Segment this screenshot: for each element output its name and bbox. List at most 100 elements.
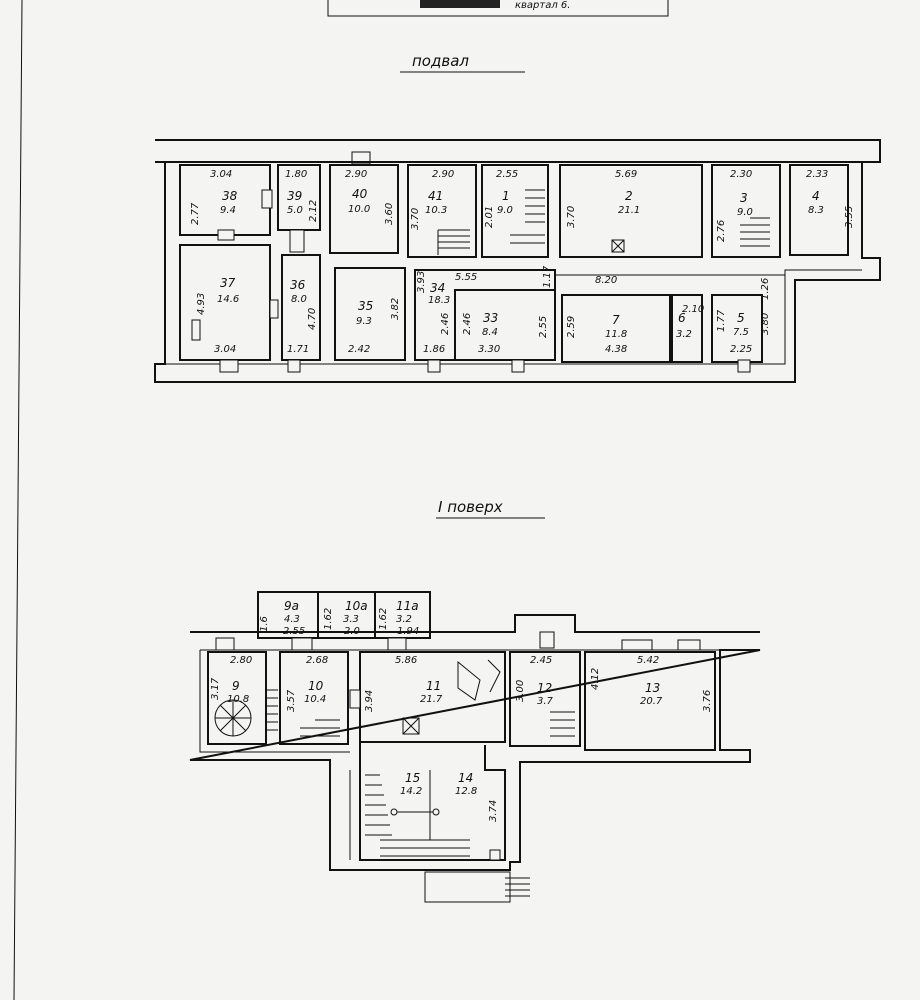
column-icon [432, 808, 440, 816]
dimension-label: 8.20 [595, 275, 617, 286]
dimension-label: 5.86 [395, 655, 417, 666]
dimension-label: 3.17 [210, 677, 221, 700]
first-floor-plan: 9а 4.3 10а 3.3 11а 3.2 9 10.8 10 10.4 11… [189, 591, 761, 903]
room-label: 9 [232, 679, 240, 693]
room-area: 9.3 [356, 316, 372, 327]
basement-dimensions: 3.04 2.77 1.80 2.12 2.90 3.60 3.70 2.90 … [190, 169, 855, 355]
dimension-label: 3.82 [390, 298, 401, 320]
first-floor-title: I поверх [438, 498, 503, 516]
column-icon [390, 808, 398, 816]
room-2-outline [559, 164, 703, 258]
dimension-label: 3.30 [478, 344, 500, 355]
room-label: 5 [737, 311, 745, 325]
room-label: 9а [284, 599, 299, 613]
room-41-outline [407, 164, 477, 258]
dimension-label: 2.42 [348, 344, 370, 355]
dimension-label: 1.80 [285, 169, 307, 180]
room-label: 10а [345, 599, 368, 613]
room-label: 1 [502, 189, 510, 203]
first-floor-dimensions: 1.6 2.55 1.62 2.0 1.62 1.94 2.80 3.17 2.… [210, 608, 713, 822]
basement-window-niches [191, 189, 751, 373]
room-area: 21.7 [420, 694, 443, 705]
room-6-outline [671, 294, 703, 363]
room-area: 10.3 [425, 205, 447, 216]
dimension-label: 4.93 [196, 293, 207, 315]
dimension-label: 3.76 [702, 690, 713, 712]
room-label: 7 [612, 313, 620, 327]
dimension-label: 2.80 [230, 655, 252, 666]
room-label: 34 [430, 281, 445, 295]
dimension-label: 1.71 [287, 344, 309, 355]
dimension-label: 2.30 [730, 169, 752, 180]
dimension-label: 3.80 [760, 313, 771, 335]
annex-outline [257, 591, 431, 639]
room-area: 11.8 [605, 329, 627, 340]
dimension-label: 1.62 [378, 608, 389, 630]
room-label: 37 [220, 276, 236, 290]
room-area: 10.0 [348, 204, 370, 215]
dimension-label: 1.94 [397, 626, 419, 637]
dimension-label: 2.76 [716, 220, 727, 242]
room-label: 40 [352, 187, 368, 201]
dimension-label: 4.38 [605, 344, 627, 355]
room-area: 18.3 [428, 295, 450, 306]
basement-inner-wall [165, 161, 862, 365]
dimension-label: 5.42 [637, 655, 659, 666]
room-33-outline [454, 289, 556, 361]
room-area: 21.1 [618, 205, 640, 216]
first-floor-stairs [265, 659, 575, 857]
dimension-label: 2.01 [484, 206, 495, 228]
porch-steps [505, 877, 530, 897]
dimension-label: 1.86 [423, 344, 445, 355]
dimension-label: 2.77 [190, 202, 201, 225]
dimension-label: 1.26 [760, 278, 771, 300]
room-label: 14 [458, 771, 473, 785]
first-floor-windows [215, 631, 701, 861]
room-label: 3 [740, 191, 748, 205]
room-area: 9.0 [497, 205, 513, 216]
room-5-outline [711, 294, 763, 363]
dimension-label: 2.10 [682, 304, 704, 315]
room-area: 5.0 [287, 205, 303, 216]
room-label: 13 [645, 681, 660, 695]
room-label: 12 [537, 681, 552, 695]
vent-box-icon [402, 717, 420, 735]
dimension-label: 2.59 [566, 316, 577, 338]
room-40-outline [329, 164, 399, 254]
dimension-label: 3.55 [844, 206, 855, 228]
dimension-label: 3.60 [384, 203, 395, 225]
fan-icon [214, 699, 252, 737]
room-label: 10 [308, 679, 324, 693]
room-10-outline [279, 651, 349, 745]
dimension-label: 2.46 [462, 313, 473, 335]
dimension-label: 3.74 [488, 800, 499, 822]
dimension-label: 2.55 [538, 316, 549, 338]
room-area: 10.8 [227, 694, 249, 705]
dimension-label: 5.55 [455, 272, 477, 283]
room-label: 11 [426, 679, 441, 693]
dimension-label: 2.55 [496, 169, 518, 180]
dimension-label: 2.0 [344, 626, 360, 637]
room-4-outline [789, 164, 849, 256]
room-label: 39 [287, 189, 302, 203]
dimension-label: 1.17 [542, 265, 553, 288]
first-floor-room-labels: 9а 4.3 10а 3.3 11а 3.2 9 10.8 10 10.4 11… [227, 599, 663, 797]
dimension-label: 1.6 [259, 616, 270, 632]
room-label: 6 [678, 311, 686, 325]
basement-outer-wall [154, 139, 881, 383]
room-area: 3.2 [396, 614, 412, 625]
header-stamp: квартал 6. [327, 0, 669, 17]
page-margin-line [13, 0, 23, 1000]
dimension-label: 3.57 [286, 689, 297, 712]
dimension-label: 2.45 [530, 655, 552, 666]
room-area: 12.8 [455, 786, 477, 797]
room-3-outline [711, 164, 781, 258]
room-area: 20.7 [640, 696, 663, 707]
room-area: 14.2 [400, 786, 422, 797]
dimension-label: 2.46 [440, 313, 451, 335]
room-label: 33 [483, 311, 498, 325]
dimension-label: 3.70 [566, 206, 577, 228]
room-7-outline [561, 294, 671, 363]
